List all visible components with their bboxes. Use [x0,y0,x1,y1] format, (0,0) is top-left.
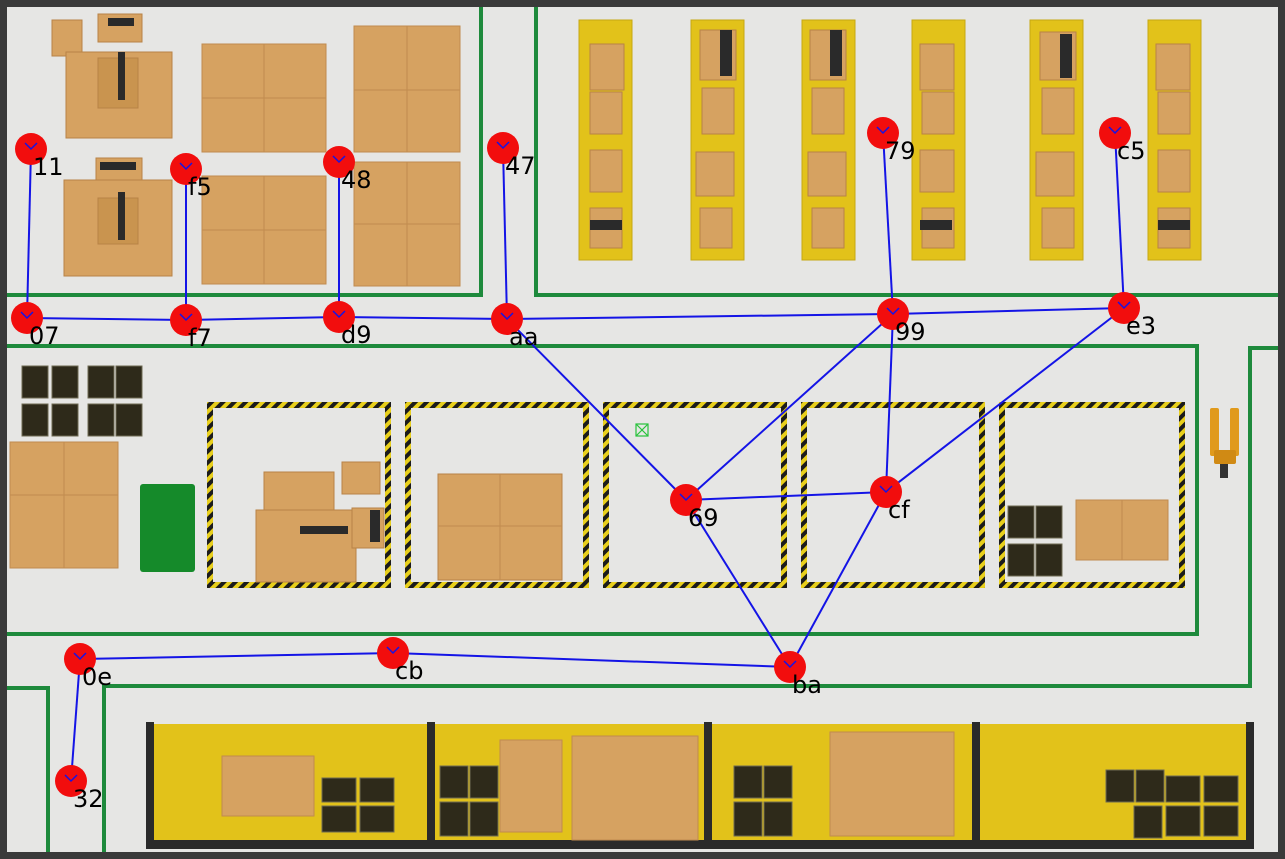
node-label: c5 [1117,137,1145,165]
node-label: 07 [29,322,60,350]
node-label: 48 [341,166,372,194]
node-label: 69 [688,504,719,532]
node-label: e3 [1126,312,1156,340]
node-label: 47 [505,152,536,180]
node-label: ba [792,671,822,699]
node-label: 79 [885,137,916,165]
node-label: 11 [33,153,64,181]
node-label: 32 [73,785,104,813]
bottom-racks [146,722,1254,849]
node-label: cf [888,496,910,524]
node-label: f5 [188,173,212,201]
node-label: aa [509,323,538,351]
node-label: 0e [82,663,112,691]
green-bin [140,484,195,572]
node-label: f7 [188,324,212,352]
node-label: d9 [341,321,372,349]
node-label: cb [395,657,423,685]
node-label: 99 [895,318,926,346]
